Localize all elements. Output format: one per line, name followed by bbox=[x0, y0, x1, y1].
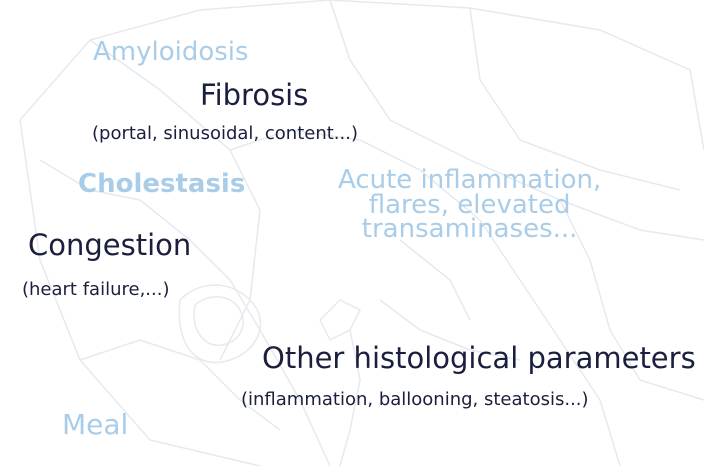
congestion-detail: (heart failure,...) bbox=[22, 280, 169, 300]
cholestasis-label: Cholestasis bbox=[78, 170, 245, 199]
amyloidosis-label: Amyloidosis bbox=[93, 38, 249, 67]
meal-label: Meal bbox=[62, 410, 128, 441]
fibrosis-detail: (portal, sinusoidal, content...) bbox=[92, 124, 358, 144]
acute-inflammation-label: Acute inflammation, flares, elevated tra… bbox=[338, 168, 601, 242]
acute-line-3: transaminases... bbox=[338, 217, 601, 242]
other-parameters-label: Other histological parameters bbox=[262, 343, 696, 375]
other-parameters-detail: (inflammation, ballooning, steatosis...) bbox=[241, 390, 589, 410]
acute-line-1: Acute inflammation, bbox=[338, 168, 601, 193]
fibrosis-label: Fibrosis bbox=[200, 80, 308, 112]
congestion-label: Congestion bbox=[28, 230, 191, 262]
